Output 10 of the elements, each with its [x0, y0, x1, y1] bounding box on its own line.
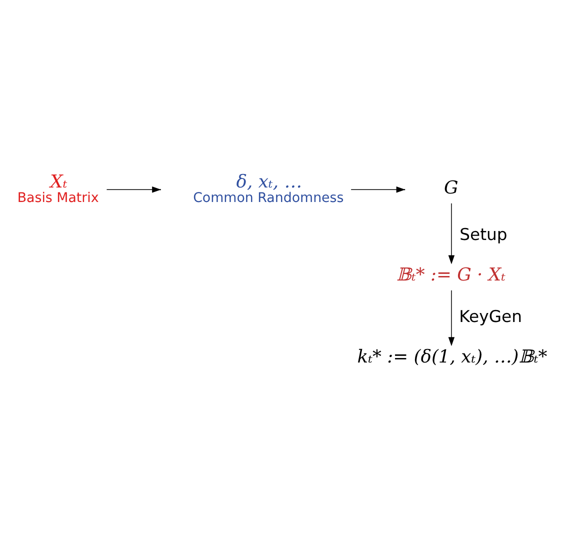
- arrow: [448, 290, 455, 346]
- arrow: [448, 202, 455, 264]
- arrow: [106, 186, 162, 193]
- node-text: G: [444, 177, 458, 198]
- node-text: Xₜ Basis Matrix: [17, 172, 99, 206]
- node-text: kₜ* := (δ(1, xₜ), …)𝔹ₜ*: [357, 346, 548, 368]
- node-text: δ, xₜ, … Common Randomness: [193, 172, 344, 206]
- node-text: 𝔹ₜ* := G · Xₜ: [396, 264, 506, 286]
- edge-label: KeyGen: [459, 306, 522, 326]
- edge-label: Setup: [460, 224, 508, 244]
